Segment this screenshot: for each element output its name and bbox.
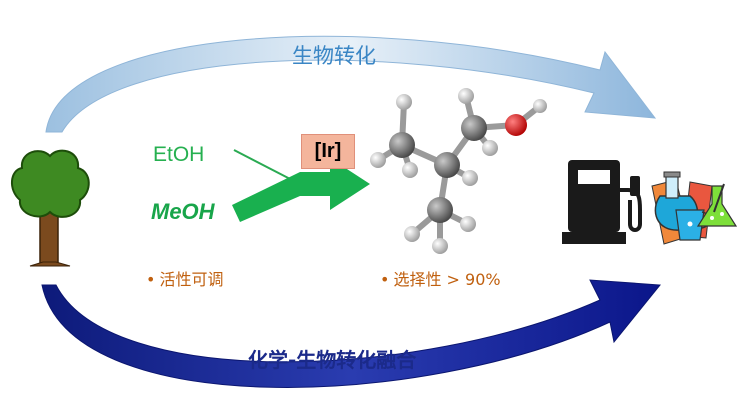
etoh-label: EtOH	[153, 143, 205, 166]
note-activity-text: 活性可调	[159, 270, 224, 289]
fuel-pump-icon	[562, 160, 642, 244]
bottom-process-label: 化学-生物转化融合	[248, 348, 417, 372]
note-selectivity-text: 选择性 > 90%	[393, 270, 501, 289]
bullet-dot: •	[380, 270, 390, 289]
catalyst-box: [Ir]	[301, 134, 355, 169]
meoh-label: MeOH	[151, 199, 215, 224]
top-process-label: 生物转化	[292, 44, 376, 68]
molecule-icon	[370, 88, 547, 254]
top-curved-arrow	[45, 35, 657, 133]
note-selectivity: •选择性 > 90%	[380, 266, 501, 290]
bottom-curved-arrow	[41, 279, 661, 388]
lab-flasks-icon	[651, 171, 738, 245]
note-activity: •活性可调	[146, 266, 223, 290]
green-reaction-arrow	[232, 149, 370, 222]
catalyst-label: [Ir]	[314, 140, 342, 162]
tree-icon	[11, 149, 90, 267]
bullet-dot: •	[146, 270, 156, 289]
